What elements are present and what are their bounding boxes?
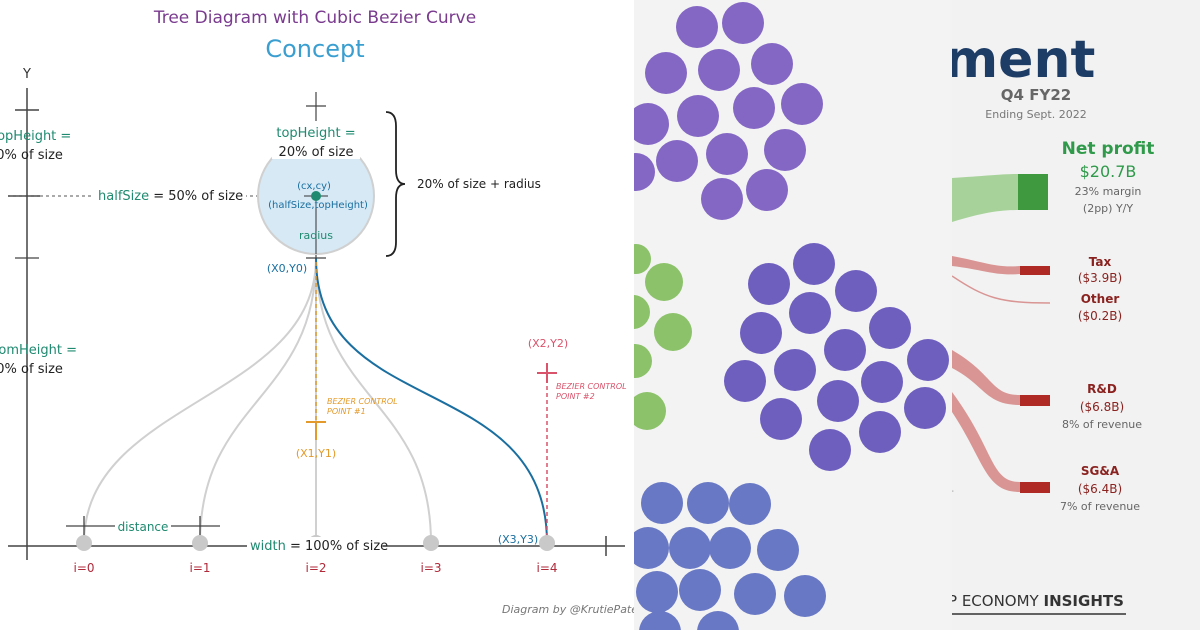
svg-text:-: - — [952, 484, 954, 497]
bottom-height-label: bottomHeight = — [0, 343, 77, 358]
rd-bar — [1020, 395, 1050, 406]
link-curve-1 — [199, 257, 317, 544]
x0y0-label: (X0,Y0) — [267, 262, 307, 275]
rd-note: 8% of revenue — [1062, 418, 1142, 431]
green-cluster — [634, 244, 692, 430]
tax-label: Tax — [1089, 255, 1112, 269]
link-curve-0 — [83, 257, 317, 544]
control-point-1-label-l1: BEZIER CONTROL — [327, 397, 398, 406]
root-center-point — [311, 191, 321, 201]
sga-value: ($6.4B) — [1078, 482, 1122, 496]
height-brace — [385, 111, 406, 257]
tree-diagram-panel: Tree Diagram with Cubic Bezier Curve Con… — [0, 8, 634, 616]
net-profit-change: (2pp) Y/Y — [1083, 202, 1133, 215]
leaf-label-2: i=2 — [305, 561, 326, 575]
leaf-label-3: i=3 — [420, 561, 441, 575]
radius-label: radius — [299, 229, 333, 242]
bezier-curve-highlight — [315, 257, 548, 544]
income-sankey: ment Q4 FY22 Ending Sept. 2022 - Net pro… — [952, 0, 1200, 630]
diagram-title: Tree Diagram with Cubic Bezier Curve — [153, 8, 476, 28]
other-flow — [952, 275, 1051, 304]
blue-cluster — [634, 482, 826, 630]
link-curve-3 — [315, 257, 432, 544]
net-profit-bar — [1018, 174, 1048, 210]
width-label: width = 100% of size — [250, 539, 388, 554]
circle-clusters — [634, 0, 952, 630]
purple-cluster — [634, 2, 823, 220]
leaf-node-0 — [76, 535, 92, 551]
tree-diagram: Tree Diagram with Cubic Bezier Curve Con… — [0, 8, 634, 616]
diagram-subtitle: Concept — [265, 35, 364, 63]
top-height-left-label: topHeight = — [0, 129, 71, 144]
control-point-1-label-l2: POINT #1 — [327, 407, 366, 416]
leaf-node-4 — [539, 535, 555, 551]
sga-flow — [952, 392, 1020, 492]
other-label: Other — [1081, 292, 1120, 306]
bottom-height-value: 80% of size — [0, 362, 63, 377]
leaf-node-3 — [423, 535, 439, 551]
x3y3-label: (X3,Y3) — [498, 533, 538, 546]
top-height-node-value: 20% of size — [279, 145, 354, 160]
control-point-2-label-l2: POINT #2 — [556, 392, 595, 401]
sga-bar — [1020, 482, 1050, 493]
half-size-top-height-label: (halfSize,topHeight) — [268, 200, 368, 211]
brace-label: 20% of size + radius — [417, 177, 541, 191]
diagram-credit: Diagram by @KrutiePatel — [502, 603, 634, 616]
circle-cluster-panel — [634, 0, 952, 630]
net-profit-label: Net profit — [1062, 139, 1155, 159]
x2y2-label: (X2,Y2) — [528, 337, 568, 350]
footer-brand: P ECONOMY INSIGHTS — [952, 592, 1124, 610]
x1y1-label: (X1,Y1) — [296, 447, 336, 460]
distance-label: distance — [118, 520, 169, 534]
leaf-label-0: i=0 — [73, 561, 94, 575]
top-height-node-label: topHeight = — [276, 126, 355, 141]
sga-note: 7% of revenue — [1060, 500, 1140, 513]
y-axis-label: Y — [22, 67, 31, 82]
leaf-label-1: i=1 — [189, 561, 210, 575]
rd-label: R&D — [1087, 382, 1117, 396]
leaf-node-1 — [192, 535, 208, 551]
statement-title-fragment: ment — [952, 30, 1095, 90]
net-profit-flow — [952, 174, 1020, 222]
tax-flow — [952, 256, 1020, 275]
other-value: ($0.2B) — [1078, 309, 1122, 323]
violet-cluster — [724, 243, 949, 471]
tax-value: ($3.9B) — [1078, 271, 1122, 285]
statement-period: Q4 FY22 — [1001, 86, 1071, 104]
income-statement-panel: ment Q4 FY22 Ending Sept. 2022 - Net pro… — [952, 0, 1200, 630]
sga-label: SG&A — [1081, 464, 1120, 478]
cx-cy-label: (cx,cy) — [297, 181, 331, 192]
top-height-left-value: 20% of size — [0, 148, 63, 163]
statement-ending: Ending Sept. 2022 — [985, 108, 1086, 121]
rd-value: ($6.8B) — [1080, 400, 1124, 414]
rd-flow — [952, 350, 1020, 405]
tax-bar — [1020, 266, 1050, 275]
leaf-label-4: i=4 — [536, 561, 557, 575]
net-profit-value: $20.7B — [1080, 162, 1137, 181]
half-size-label: halfSize = 50% of size — [98, 189, 243, 204]
control-point-2-label-l1: BEZIER CONTROL — [556, 382, 627, 391]
net-profit-margin: 23% margin — [1075, 185, 1142, 198]
